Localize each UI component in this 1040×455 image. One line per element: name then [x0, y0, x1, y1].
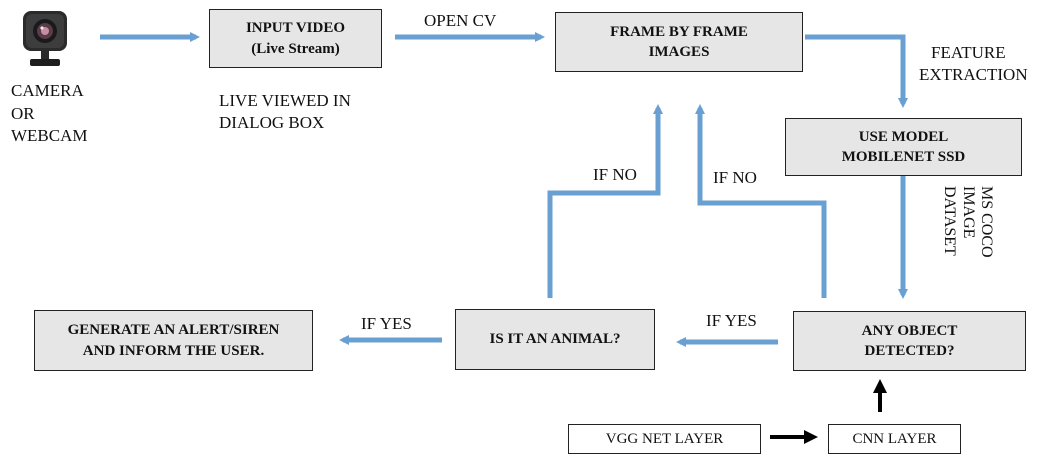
any-object-line2: DETECTED? — [864, 343, 955, 359]
feature-extraction-label: FEATURE EXTRACTION — [919, 42, 1028, 86]
arrow-frames-to-model — [805, 34, 908, 108]
ms-coco-label: MS COCO IMAGE DATASET — [940, 186, 995, 258]
cnn-layer-node: CNN LAYER — [828, 424, 961, 454]
webcam-icon — [23, 11, 67, 66]
input-video-title: INPUT VIDEO — [245, 20, 346, 37]
vgg-net-layer-label: VGG NET LAYER — [605, 430, 724, 447]
cnn-layer-label: CNN LAYER — [852, 430, 937, 447]
if-yes-label-left: IF YES — [361, 314, 412, 333]
arrow-animal-no-to-frames — [547, 104, 663, 298]
camera-label-line: CAMERA — [11, 81, 84, 100]
ms-coco-line: MS COCO — [978, 186, 995, 258]
vgg-net-layer-node: VGG NET LAYER — [568, 424, 761, 454]
input-video-subtitle: (Live Stream) — [251, 40, 340, 57]
ms-coco-line: DATASET — [941, 186, 959, 256]
camera-label-line: WEBCAM — [11, 126, 88, 146]
feature-extraction-line: FEATURE — [931, 43, 1006, 62]
arrow-detect-no-to-frames — [695, 104, 827, 298]
open-cv-label: OPEN CV — [424, 11, 497, 30]
alert-node: GENERATE AN ALERT/SIREN AND INFORM THE U… — [34, 310, 313, 371]
alert-line1: GENERATE AN ALERT/SIREN — [67, 322, 280, 339]
is-animal-text: IS IT AN ANIMAL? — [489, 331, 621, 348]
camera-label: CAMERA OR WEBCAM — [11, 80, 88, 148]
if-no-label-left: IF NO — [593, 165, 637, 184]
ms-coco-line: IMAGE — [959, 186, 977, 239]
alert-line2: AND INFORM THE USER. — [82, 342, 265, 359]
any-object-line1: ANY OBJECT — [861, 322, 958, 339]
input-video-node: INPUT VIDEO (Live Stream) — [209, 9, 382, 68]
if-no-label-right: IF NO — [713, 168, 757, 187]
feature-extraction-line: EXTRACTION — [919, 65, 1028, 85]
live-viewed-line: DIALOG BOX — [219, 113, 325, 133]
use-model-node: USE MODEL MOBILENET SSD — [785, 118, 1022, 176]
frame-images-node: FRAME BY FRAME IMAGES — [555, 12, 803, 72]
use-model-line2: MOBILENET SSD — [841, 149, 966, 165]
frame-images-line2: IMAGES — [648, 44, 710, 60]
camera-label-line: OR — [11, 103, 35, 123]
any-object-node: ANY OBJECT DETECTED? — [793, 311, 1026, 371]
frame-images-line1: FRAME BY FRAME — [610, 23, 748, 40]
live-viewed-label: LIVE VIEWED IN DIALOG BOX — [219, 90, 351, 134]
use-model-line1: USE MODEL — [858, 128, 949, 145]
live-viewed-line: LIVE VIEWED IN — [219, 91, 351, 110]
if-yes-label-right: IF YES — [706, 311, 757, 330]
is-animal-node: IS IT AN ANIMAL? — [455, 309, 655, 370]
